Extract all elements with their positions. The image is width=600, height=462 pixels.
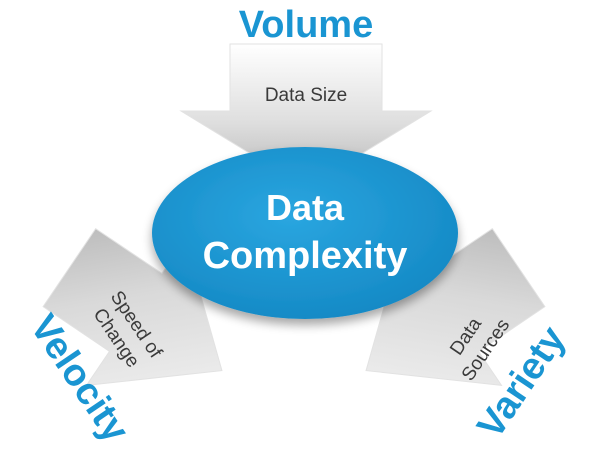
center-ellipse — [152, 147, 458, 319]
center-title-line2: Complexity — [203, 235, 408, 277]
volume-label: Data Size — [265, 85, 347, 106]
center-title-line1: Data — [266, 187, 345, 228]
volume-arrow — [179, 43, 433, 189]
volume-title: Volume — [239, 4, 373, 46]
